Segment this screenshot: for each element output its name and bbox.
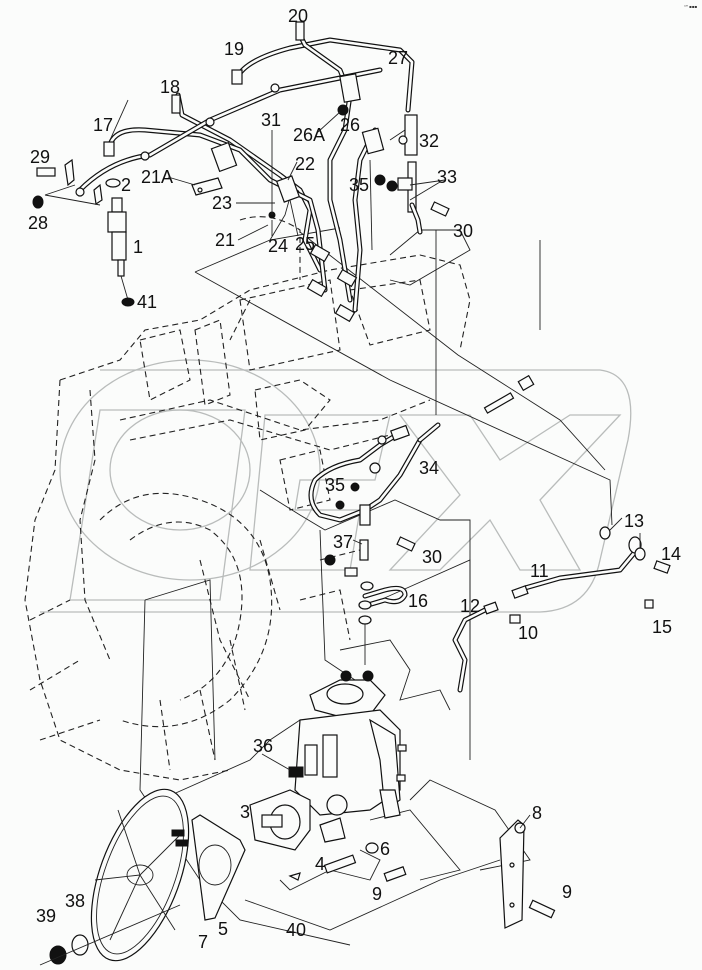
callout-6: 6 [380, 839, 390, 859]
callout-28: 28 [28, 213, 48, 233]
callout-19: 19 [224, 39, 244, 59]
callout-27: 27 [388, 48, 408, 68]
callout-35-middle: 35 [325, 475, 345, 495]
pump-drive-parts [39, 788, 407, 966]
callout-40: 40 [286, 920, 306, 940]
callout-23: 23 [212, 193, 232, 213]
callout-35-top: 35 [349, 175, 369, 195]
callout-12: 12 [460, 596, 480, 616]
callout-2: 2 [121, 175, 131, 195]
callout-1: 1 [133, 237, 143, 257]
callout-9-left: 9 [372, 884, 382, 904]
pipe-clamps [191, 73, 385, 219]
engine-block-outline [24, 216, 471, 781]
callout-37: 37 [333, 532, 353, 552]
callout-31: 31 [261, 110, 281, 130]
callout-22: 22 [295, 154, 315, 174]
pump-bracket [499, 819, 556, 929]
callout-11: 11 [530, 561, 549, 581]
callout-17: 17 [93, 115, 113, 135]
callout-41: 41 [137, 292, 157, 312]
callout-29: 29 [30, 147, 50, 167]
callout-13: 13 [624, 511, 644, 531]
callout-leaders [109, 99, 641, 829]
callout-39: 39 [36, 906, 56, 926]
callout-18: 18 [160, 77, 180, 97]
callout-30-top: 30 [453, 221, 473, 241]
callout-7: 7 [198, 932, 208, 952]
pipe-fittings [103, 21, 358, 323]
callout-32: 32 [419, 131, 439, 151]
fuel-return-fittings [374, 114, 450, 235]
watermark-logo [40, 359, 632, 613]
callout-21A: 21A [141, 167, 173, 187]
callout-9-right: 9 [562, 882, 572, 902]
assembly-leader-lines [139, 129, 613, 946]
callout-20: 20 [288, 6, 308, 26]
callout-3: 3 [240, 802, 250, 822]
callout-15: 15 [652, 617, 672, 637]
corner-mark: ᵃᴹ ▪▪▪ [684, 4, 697, 9]
callout-16: 16 [408, 591, 428, 611]
callout-8: 8 [532, 803, 542, 823]
callout-5: 5 [218, 919, 228, 939]
callout-34: 34 [419, 458, 439, 478]
callout-36: 36 [253, 736, 273, 756]
injection-pump [249, 670, 407, 851]
callout-38: 38 [65, 891, 85, 911]
callout-24: 24 [268, 236, 288, 256]
callout-26A: 26A [293, 125, 325, 145]
callout-4: 4 [315, 854, 325, 874]
callout-21: 21 [215, 230, 235, 250]
leak-off-pipe [308, 374, 535, 552]
fuel-supply-fittings [324, 526, 671, 693]
callout-25: 25 [295, 234, 315, 254]
callout-14: 14 [661, 544, 681, 564]
callout-labels: 20 19 27 18 31 26A 26 32 17 22 29 2 21A … [28, 4, 697, 952]
callout-26: 26 [340, 115, 360, 135]
callout-33: 33 [437, 167, 457, 187]
callout-30-middle: 30 [422, 547, 442, 567]
callout-10: 10 [518, 623, 538, 643]
injector-nozzle [32, 158, 135, 307]
injection-pipes [77, 32, 415, 313]
